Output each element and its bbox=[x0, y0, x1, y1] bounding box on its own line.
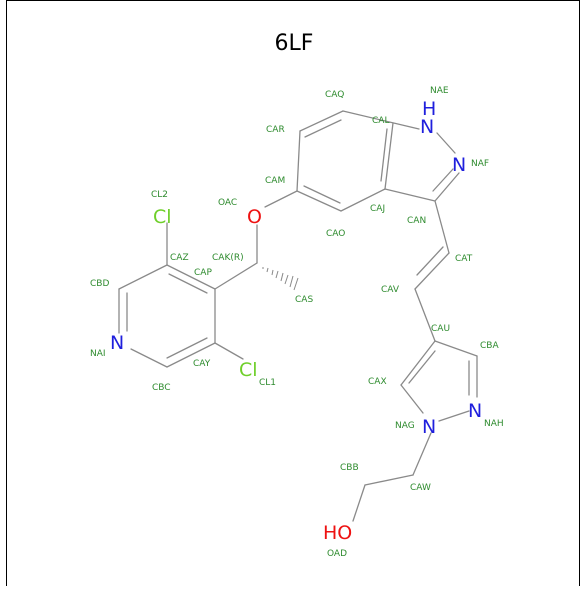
label-caz: CAZ bbox=[170, 253, 189, 263]
label-cav: CAV bbox=[381, 285, 400, 295]
bond-cay-cl1 bbox=[214, 342, 244, 360]
bond-naf-can bbox=[434, 172, 460, 202]
bond-cak-cap bbox=[214, 262, 258, 290]
label-cam: CAM bbox=[265, 176, 285, 186]
bond-caj-cao bbox=[340, 188, 386, 212]
label-naf: NAF bbox=[471, 159, 489, 169]
label-caj: CAJ bbox=[370, 204, 385, 214]
bond-caj-cal-inner bbox=[380, 128, 388, 182]
label-cax: CAX bbox=[368, 377, 387, 387]
label-nah: NAH bbox=[484, 419, 504, 429]
label-nai: NAI bbox=[90, 349, 106, 359]
bond-cat-cav-inner bbox=[416, 246, 444, 276]
label-car: CAR bbox=[266, 125, 285, 135]
bond-cao-cam bbox=[296, 190, 342, 212]
bond-cbc-cay-inner bbox=[166, 337, 208, 359]
atom-o-oad: HO bbox=[323, 522, 352, 544]
label-can: CAN bbox=[407, 216, 426, 226]
bond-naf-can-inner bbox=[432, 168, 454, 192]
label-cau: CAU bbox=[431, 324, 450, 334]
bond-nah-nag bbox=[438, 410, 470, 422]
label-cao: CAO bbox=[326, 229, 345, 239]
label-nag: NAG bbox=[395, 421, 415, 431]
bond-cat-cav bbox=[414, 252, 450, 290]
bond-cal-nae bbox=[342, 110, 420, 130]
atom-h-nae: H bbox=[422, 98, 436, 120]
label-oad: OAD bbox=[327, 549, 347, 559]
label-cbb: CBB bbox=[340, 463, 359, 473]
diagram-frame: 6LF bbox=[6, 0, 580, 586]
label-cal: CAL bbox=[372, 116, 389, 126]
bond-cav-cau bbox=[414, 288, 436, 342]
atom-o-oac: O bbox=[247, 206, 262, 228]
bond-cbc-cay bbox=[166, 342, 216, 368]
bond-nag-caw bbox=[412, 432, 432, 476]
bond-cam-car bbox=[296, 130, 301, 192]
atom-n-nai: N bbox=[110, 332, 124, 354]
atom-n-nah: N bbox=[468, 400, 482, 422]
label-cbd: CBD bbox=[90, 279, 109, 289]
bond-nae-naf bbox=[436, 132, 456, 154]
bond-cap-caz bbox=[166, 264, 216, 290]
bond-cax-cau-inner bbox=[408, 350, 436, 384]
label-cay: CAY bbox=[193, 359, 211, 369]
label-caq: CAQ bbox=[325, 90, 344, 100]
bond-cax-cau bbox=[400, 340, 436, 386]
atom-n-nae: N bbox=[420, 116, 434, 138]
bond-car-cal bbox=[299, 110, 344, 132]
atom-n-nag: N bbox=[422, 416, 436, 438]
atom-cl-cl1: Cl bbox=[239, 359, 258, 381]
hashed-wedge-bond bbox=[262, 267, 299, 291]
label-cakr: CAK(R) bbox=[212, 253, 244, 263]
bond-caz-cbd bbox=[118, 264, 168, 290]
label-cba: CBA bbox=[480, 341, 499, 351]
bond-can-caj bbox=[384, 188, 436, 202]
bond-nag-cax bbox=[400, 384, 424, 414]
label-cl1: CL1 bbox=[259, 378, 276, 388]
molecule-title: 6LF bbox=[274, 31, 314, 56]
label-caw: CAW bbox=[410, 483, 431, 493]
atom-cl-cl2: Cl bbox=[153, 206, 172, 228]
bond-cam-oac bbox=[264, 190, 298, 208]
label-nae: NAE bbox=[430, 86, 449, 96]
bond-car-cal-inner bbox=[304, 119, 342, 138]
bond-caw-cbb bbox=[364, 474, 414, 486]
atom-n-naf: N bbox=[452, 154, 466, 176]
bond-nai-cbc bbox=[130, 348, 168, 368]
bond-cbb-oad bbox=[352, 484, 366, 522]
molecule-structure: N H N O Cl Cl N N N HO CAQ NAE CAR CAL N… bbox=[90, 86, 504, 559]
bond-cau-cba bbox=[434, 340, 478, 357]
bond-cal-caj bbox=[384, 122, 394, 190]
label-cbc: CBC bbox=[152, 383, 171, 393]
bond-can-cat bbox=[434, 200, 450, 254]
label-cap: CAP bbox=[194, 268, 212, 278]
bond-cao-cam-inner bbox=[303, 185, 341, 204]
label-cat: CAT bbox=[455, 254, 473, 264]
label-cas: CAS bbox=[295, 295, 313, 305]
bond-cap-caz-inner bbox=[168, 273, 208, 294]
label-cl2: CL2 bbox=[151, 190, 168, 200]
label-oac: OAC bbox=[218, 198, 237, 208]
